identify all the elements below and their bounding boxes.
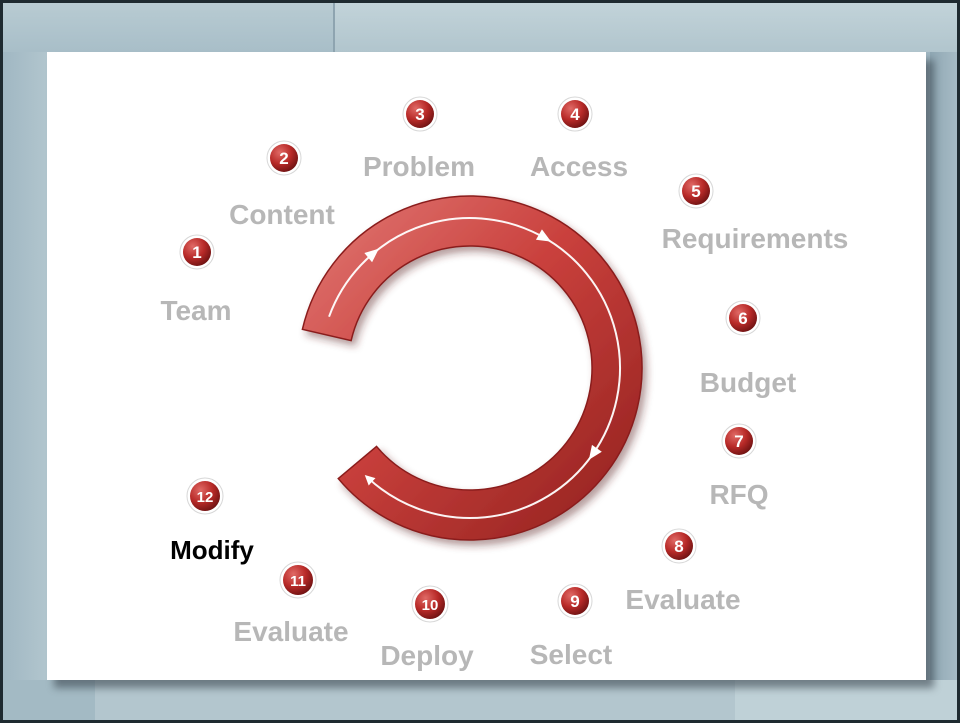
step-label: RFQ [709,479,768,510]
step-number: 1 [192,243,201,262]
step-label: Access [530,151,628,182]
step-label: Content [229,199,335,230]
step-badge [415,589,445,619]
step-label-active: Modify [170,535,254,565]
step-badge [561,100,589,128]
slide-canvas [47,52,926,680]
step-label: Requirements [662,223,849,254]
step-number: 10 [422,597,439,614]
step-number: 6 [738,309,747,328]
cycle-steps: 1Team2Content3Problem4Access5Requirement… [160,96,849,671]
step-number: 7 [734,432,743,451]
step-number: 9 [570,592,579,611]
step-number: 11 [290,573,306,590]
step-number: 8 [674,537,683,556]
step-badge [729,304,757,332]
flow-arrow-icon [364,248,379,263]
step-label: Select [530,639,613,670]
step-badge [406,100,434,128]
step-label: Budget [700,367,796,398]
step-label: Team [160,295,231,326]
step-number: 12 [197,489,214,506]
step-badge [270,144,298,172]
background-panel-left [0,52,48,680]
cycle-ring-body [301,195,643,541]
background-panel-top-right [333,0,960,52]
background-panel-right [930,52,960,680]
cycle-ring [301,195,643,541]
background-panel-top-left [0,0,333,52]
flow-arrow-icon [535,229,552,242]
step-label: Problem [363,151,475,182]
step-label: Deploy [380,640,474,671]
step-badge [665,532,693,560]
step-badge [283,565,313,595]
step-number: 3 [415,105,424,124]
step-badge [561,587,589,615]
step-badge [725,427,753,455]
flow-arrow-icon [588,444,602,460]
step-number: 4 [570,105,580,124]
step-number: 5 [691,182,700,201]
step-label: Evaluate [233,616,348,647]
step-badge [682,177,710,205]
step-label: Evaluate [625,584,740,615]
cycle-flow-line [328,217,621,519]
step-number: 2 [279,149,288,168]
step-badge [190,481,220,511]
step-badge [183,238,211,266]
